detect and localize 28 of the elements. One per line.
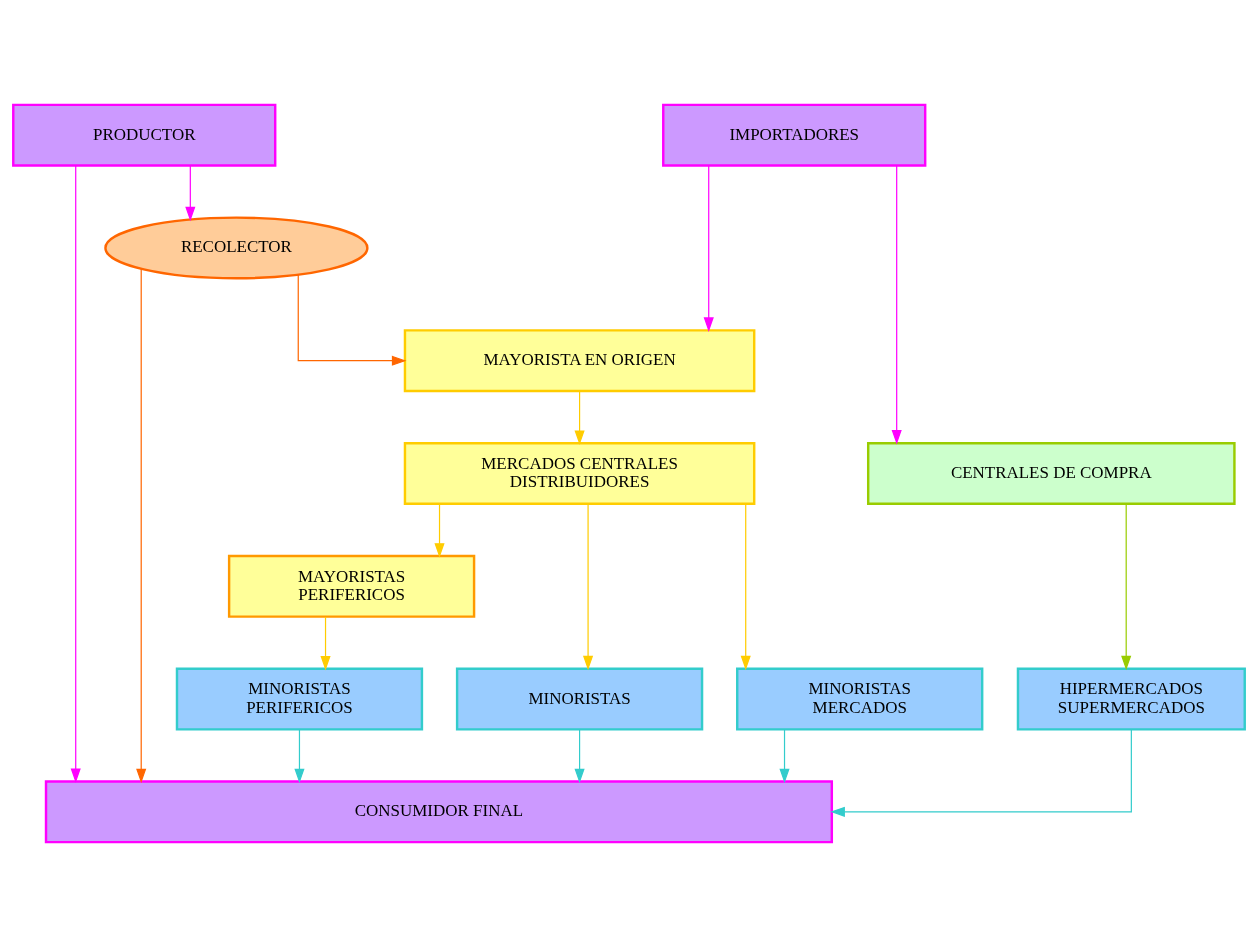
- node-box: MINORISTAS MERCADOS: [736, 667, 984, 731]
- node-box: MAYORISTA EN ORIGEN: [403, 328, 756, 392]
- arrow: [70, 164, 81, 783]
- arrow: [297, 273, 407, 366]
- node-ellipse: RECOLECTOR: [104, 215, 369, 279]
- node-box: PRODUCTOR: [12, 103, 277, 167]
- arrow: [434, 503, 445, 558]
- arrow: [185, 164, 196, 221]
- node-box: MERCADOS CENTRALES DISTRIBUIDORES: [403, 441, 756, 505]
- arrow: [703, 164, 714, 332]
- arrow: [830, 728, 1132, 817]
- arrow: [582, 502, 594, 670]
- arrow: [779, 728, 790, 783]
- arrow: [891, 164, 902, 445]
- node-box: HIPERMERCADOS SUPERMERCADOS: [1016, 667, 1246, 731]
- arrow: [136, 267, 147, 783]
- arrow: [294, 728, 305, 783]
- node-box: MINORISTAS PERIFERICOS: [175, 667, 424, 731]
- node-box: CENTRALES DE COMPRA: [867, 441, 1236, 505]
- arrow: [320, 616, 331, 670]
- node-box: MAYORISTAS PERIFERICOS: [227, 554, 476, 618]
- node-box: IMPORTADORES: [662, 103, 927, 167]
- arrow: [574, 390, 585, 445]
- node-box: MINORISTAS: [455, 667, 704, 731]
- node-box: CONSUMIDOR FINAL: [44, 779, 834, 843]
- arrow: [1121, 502, 1132, 670]
- arrow: [574, 728, 585, 783]
- arrow: [740, 502, 751, 670]
